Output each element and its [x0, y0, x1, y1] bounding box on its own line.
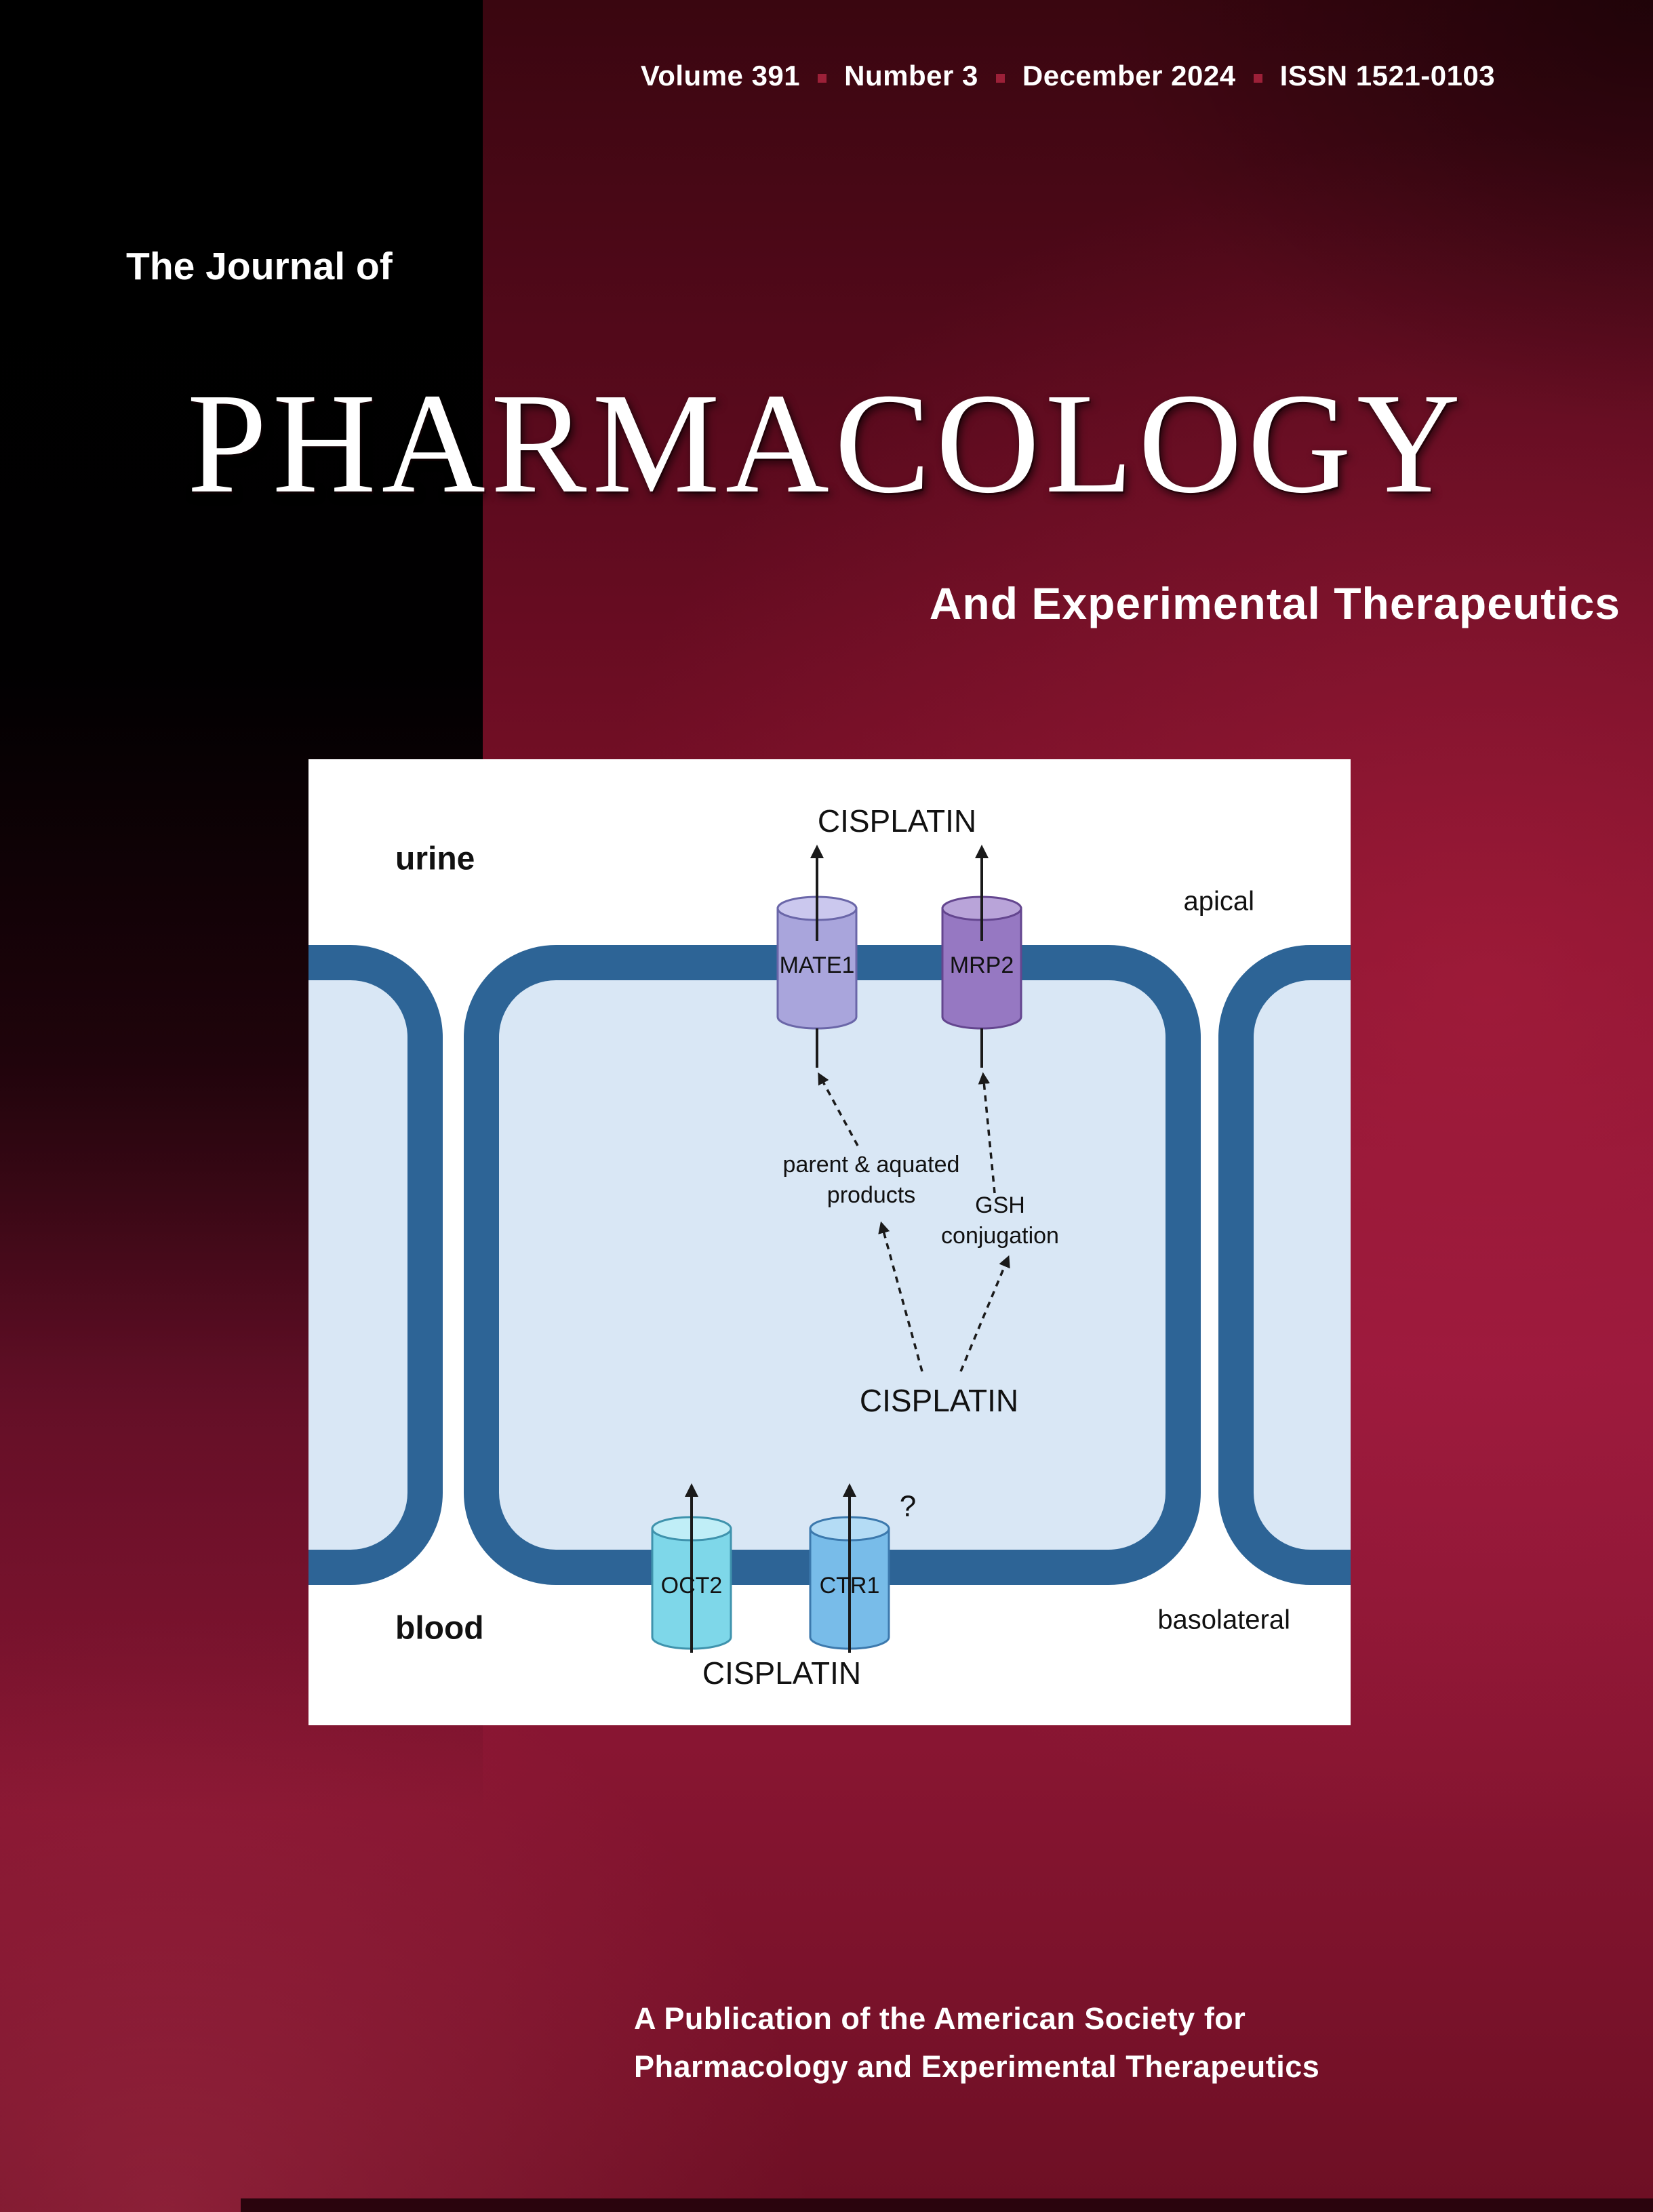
- issue-info-line: Volume 391 Number 3 December 2024 ISSN 1…: [483, 60, 1653, 92]
- cover-figure-panel: CISPLATIN urine apical MATE1 MRP2 parent…: [308, 759, 1351, 1725]
- cell-right: [1218, 945, 1351, 1585]
- parent-products-label-line1: parent & aquated: [783, 1152, 960, 1178]
- arrow-cisplatin-to-gsh: [959, 1255, 1010, 1372]
- gsh-label-line1: GSH: [975, 1192, 1025, 1218]
- issue-date-label: December 2024: [1022, 60, 1236, 92]
- cisplatin-blood-label: CISPLATIN: [702, 1655, 861, 1691]
- ctr1-label: CTR1: [820, 1573, 880, 1598]
- parent-products-label-line2: products: [827, 1182, 915, 1208]
- blood-compartment-label: blood: [395, 1611, 484, 1647]
- apical-membrane-label: apical: [1183, 887, 1254, 917]
- issn-label: ISSN 1521-0103: [1279, 60, 1496, 92]
- gsh-label-line2: conjugation: [941, 1223, 1059, 1249]
- volume-label: Volume 391: [640, 60, 801, 92]
- mate1-cylinder-body: [776, 907, 858, 1030]
- journal-title: PHARMACOLOGY: [186, 363, 1467, 523]
- arrow-gsh-to-mrp2: [978, 1072, 996, 1194]
- urine-compartment-label: urine: [395, 841, 475, 877]
- separator-square: [818, 73, 827, 83]
- issue-number-label: Number 3: [844, 60, 978, 92]
- journal-prefix: The Journal of: [126, 245, 393, 288]
- publisher-statement: A Publication of the American Society fo…: [634, 1994, 1319, 2091]
- mrp2-cylinder-body: [941, 907, 1022, 1030]
- mate1-label: MATE1: [780, 952, 855, 978]
- mrp2-label: MRP2: [950, 952, 1014, 978]
- transporter-mate1: [776, 896, 858, 1030]
- basolateral-membrane-label: basolateral: [1157, 1605, 1290, 1635]
- ctr1-question-mark: ?: [900, 1490, 916, 1523]
- arrow-cisplatin-to-parent-products: [878, 1221, 923, 1372]
- cisplatin-intracellular-label: CISPLATIN: [860, 1383, 1018, 1418]
- oct2-label: OCT2: [661, 1573, 723, 1598]
- publisher-line1: A Publication of the American Society fo…: [634, 2001, 1246, 2036]
- cisplatin-urine-label: CISPLATIN: [818, 803, 976, 839]
- cisplatin-transport-diagram: CISPLATIN urine apical MATE1 MRP2 parent…: [308, 803, 1351, 1691]
- cell-center: [464, 945, 1201, 1585]
- journal-subtitle: And Experimental Therapeutics: [929, 578, 1620, 628]
- bottom-dark-strip: [241, 2198, 1653, 2212]
- separator-square: [995, 73, 1005, 83]
- separator-square: [1253, 73, 1262, 83]
- cell-left: [308, 945, 443, 1585]
- publisher-line2: Pharmacology and Experimental Therapeuti…: [634, 2049, 1320, 2085]
- arrow-parent-products-to-mate1: [818, 1072, 859, 1146]
